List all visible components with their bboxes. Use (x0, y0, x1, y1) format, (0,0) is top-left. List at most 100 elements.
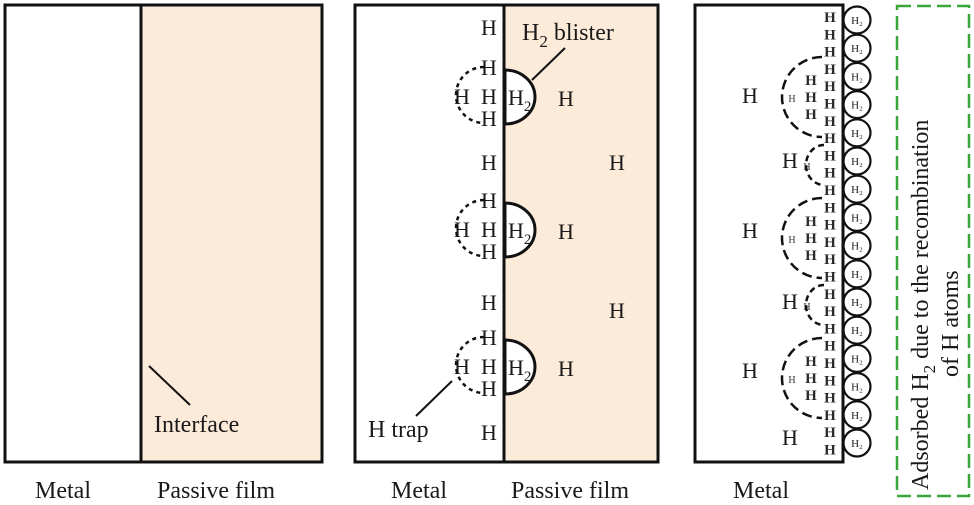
trapped-hydrogen-atom: H (788, 94, 795, 105)
surface-hydrogen-atom: H (824, 62, 836, 78)
surface-hydrogen-atom: H (824, 356, 836, 372)
adsorbed-h2-molecule: H₂ (842, 343, 872, 373)
surface-hydrogen-atom: H (824, 304, 836, 320)
trapped-hydrogen-atom: H (454, 84, 470, 109)
surface-hydrogen-atom: H (824, 321, 836, 337)
trapped-hydrogen-atom: H (788, 235, 795, 246)
interface-label: Interface (154, 412, 239, 438)
metal-label: Metal (391, 478, 447, 504)
trapped-hydrogen-atom: H (481, 217, 497, 242)
panel-film-removed: HHHHHHHHHHHHHHHHHHHHHHHHHHHHHHHHHHHHHHHH… (693, 3, 872, 504)
annotation-text-line2: of H atoms (938, 270, 964, 377)
hydrogen-atom: H (782, 148, 798, 173)
surface-hydrogen-atom: H (824, 166, 836, 182)
trapped-hydrogen-atom: H (481, 188, 497, 213)
svg-text:H₂: H₂ (851, 212, 863, 224)
surface-hydrogen-atom: H (824, 10, 836, 26)
adsorbed-h2-molecule: H₂ (842, 202, 872, 232)
adsorbed-h2-molecule: H₂ (842, 315, 872, 345)
blister-pointer (531, 47, 566, 81)
panel-initial-state: Interface Metal Passive film (3, 3, 324, 504)
blister-label: H2 blister (522, 20, 614, 51)
hydrogen-atom: H (742, 83, 758, 108)
adsorbed-h2-molecule: H₂ (842, 5, 872, 35)
hydrogen-atom: H (481, 150, 497, 175)
surface-hydrogen-atom: H (824, 27, 836, 43)
surface-hydrogen-atom: H (824, 252, 836, 268)
surface-hydrogen-atom: H (824, 391, 836, 407)
surface-hydrogen-atom: H (824, 183, 836, 199)
annotation-box: Adsorbed H2 due to the recombination of … (895, 4, 971, 498)
metal-label: Metal (733, 478, 789, 504)
svg-text:H₂: H₂ (851, 71, 863, 83)
trapped-hydrogen-atom: H (481, 239, 497, 264)
svg-text:H₂: H₂ (851, 325, 863, 337)
surface-hydrogen-atom: H (824, 114, 836, 130)
hydrogen-atom: H (742, 218, 758, 243)
surface-hydrogen-atom: H (824, 131, 836, 147)
annotation-text-line1: Adsorbed H2 due to the recombination (908, 120, 939, 490)
adsorbed-h2-molecule: H₂ (842, 259, 872, 289)
surface-hydrogen-atom: H (824, 79, 836, 95)
adsorbed-h2-molecule: H₂ (842, 400, 872, 430)
svg-text:H₂: H₂ (851, 438, 863, 450)
adsorbed-h2-molecule: H₂ (842, 89, 872, 120)
trapped-hydrogen-atom: H (454, 354, 470, 379)
adsorbed-h2-molecule: H₂ (842, 287, 872, 317)
panel-frame (693, 3, 845, 464)
trap-boundary (454, 335, 485, 395)
hydrogen-atom: H (609, 150, 625, 175)
trapped-hydrogen-atom: H (805, 107, 817, 123)
metal-region (695, 5, 843, 462)
surface-hydrogen-atom: H (824, 45, 836, 61)
hydrogen-atom: H (609, 298, 625, 323)
surface-hydrogen-atom: H (824, 339, 836, 355)
trapped-hydrogen-atom: H (481, 376, 497, 401)
passive-film-label: Passive film (157, 478, 275, 504)
trapped-hydrogen-atom: H (481, 55, 497, 80)
svg-text:H₂: H₂ (851, 241, 863, 253)
surface-hydrogen-atom: H (824, 408, 836, 424)
surface-hydrogen-atom: H (824, 443, 836, 459)
metal-region (5, 5, 141, 462)
trap-pointer (415, 380, 453, 417)
svg-text:H₂: H₂ (851, 128, 863, 140)
trap-boundary (780, 55, 823, 139)
panel-frame (353, 3, 660, 464)
h2-molecule-label: H2 (508, 218, 531, 248)
trapped-hydrogen-atom: H (481, 84, 497, 109)
trapped-hydrogen-atom: H (805, 90, 817, 106)
trapped-hydrogen-atom: H (481, 106, 497, 131)
surface-hydrogen-atom: H (824, 270, 836, 286)
hydrogen-atom: H (558, 356, 574, 381)
surface-hydrogen-atom: H (824, 425, 836, 441)
trapped-hydrogen-atom: H (805, 231, 817, 247)
svg-text:H₂: H₂ (851, 15, 863, 27)
trapped-hydrogen-atom: H (805, 388, 817, 404)
hydrogen-atom: H (558, 86, 574, 111)
svg-text:H₂: H₂ (851, 156, 863, 168)
hydrogen-atom: H (782, 425, 798, 450)
trap-label: H trap (368, 417, 429, 443)
adsorbed-h2-molecule: H₂ (842, 174, 872, 204)
hydrogen-atom: H (481, 290, 497, 315)
adsorbed-h2-molecule: H₂ (842, 33, 872, 63)
trapped-hydrogen-atom: H (805, 371, 817, 387)
panel-frame (3, 3, 324, 464)
trap-boundary (454, 198, 485, 258)
passive-film-label: Passive film (511, 478, 629, 504)
trapped-hydrogen-atom: H (805, 214, 817, 230)
surface-hydrogen-atom: H (824, 148, 836, 164)
hydrogen-atom: H (742, 358, 758, 383)
surface-hydrogen-atom: H (824, 200, 836, 216)
trap-boundary (804, 143, 825, 187)
surface-hydrogen-atom: H (824, 373, 836, 389)
svg-text:H₂: H₂ (851, 382, 863, 394)
adsorbed-h2-molecule: H₂ (842, 61, 872, 92)
metal-label: Metal (35, 478, 91, 504)
metal-region (355, 5, 504, 462)
hydrogen-atom: H (782, 289, 798, 314)
